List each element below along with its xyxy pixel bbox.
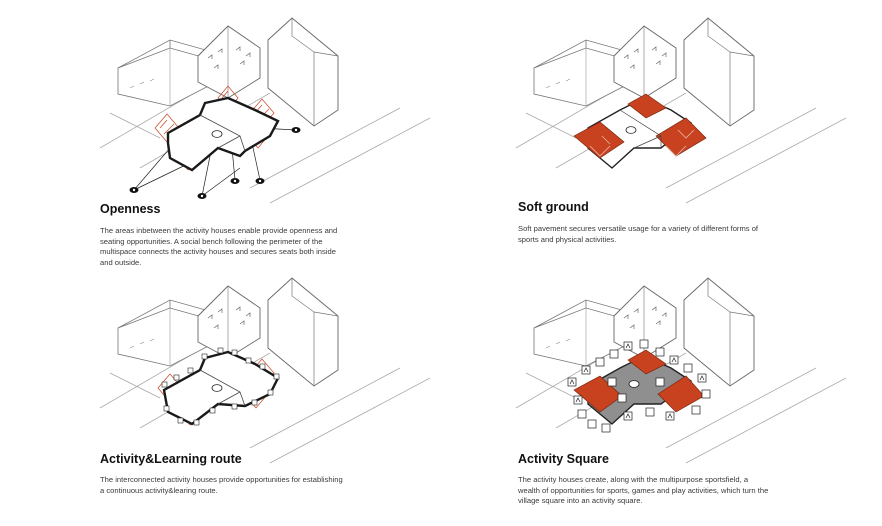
panel-description: The activity houses create, along with t…: [518, 475, 769, 506]
panel-openness: Openness The areas inbetween the activit…: [99, 17, 431, 278]
openness-diagram: [99, 17, 431, 204]
panel-title: Activity&Learning route: [100, 452, 242, 466]
panel-title: Openness: [100, 202, 161, 216]
panel-description: Soft pavement secures versatile usage fo…: [518, 224, 759, 244]
activity-square-diagram: [515, 277, 847, 464]
panel-title: Soft ground: [518, 200, 589, 214]
soft-ground-diagram: [515, 17, 847, 204]
panel-activity-learning-route: Activity&Learning route The interconnect…: [99, 277, 431, 518]
panel-description: The areas inbetween the activity houses …: [100, 226, 338, 267]
activity-learning-route-diagram: [99, 277, 431, 464]
panel-soft-ground: Soft ground Soft pavement secures versat…: [515, 17, 847, 268]
panel-activity-square: Activity Square The activity houses crea…: [515, 277, 847, 518]
panel-description: The interconnected activity houses provi…: [100, 475, 343, 495]
panel-title: Activity Square: [518, 452, 610, 466]
